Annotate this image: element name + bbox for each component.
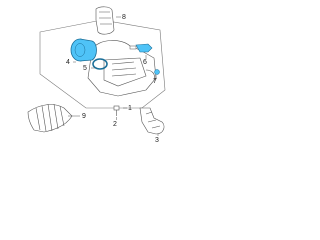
parts-diagram: 8 4 5 6 7 1 9 2 3 bbox=[0, 0, 200, 147]
callout-2: 2 bbox=[113, 121, 117, 128]
seal-ring-part bbox=[92, 58, 108, 70]
intake-duct-part bbox=[95, 6, 115, 35]
callout-8: 8 bbox=[122, 14, 126, 21]
sensor-connector-part bbox=[129, 43, 153, 53]
screw-part bbox=[154, 69, 160, 75]
callout-5: 5 bbox=[83, 65, 87, 72]
outlet-duct-part bbox=[139, 107, 165, 135]
diagram-canvas bbox=[27, 6, 166, 136]
callout-4: 4 bbox=[66, 59, 70, 66]
callout-3: 3 bbox=[155, 137, 159, 144]
leader-lines bbox=[68, 16, 159, 136]
corrugated-hose-part bbox=[27, 103, 73, 133]
filter-element-part bbox=[70, 38, 97, 62]
callout-7: 7 bbox=[153, 78, 157, 85]
callout-1: 1 bbox=[128, 105, 132, 112]
callout-6: 6 bbox=[143, 59, 147, 66]
callout-9: 9 bbox=[82, 113, 86, 120]
bolt-part bbox=[113, 105, 120, 116]
